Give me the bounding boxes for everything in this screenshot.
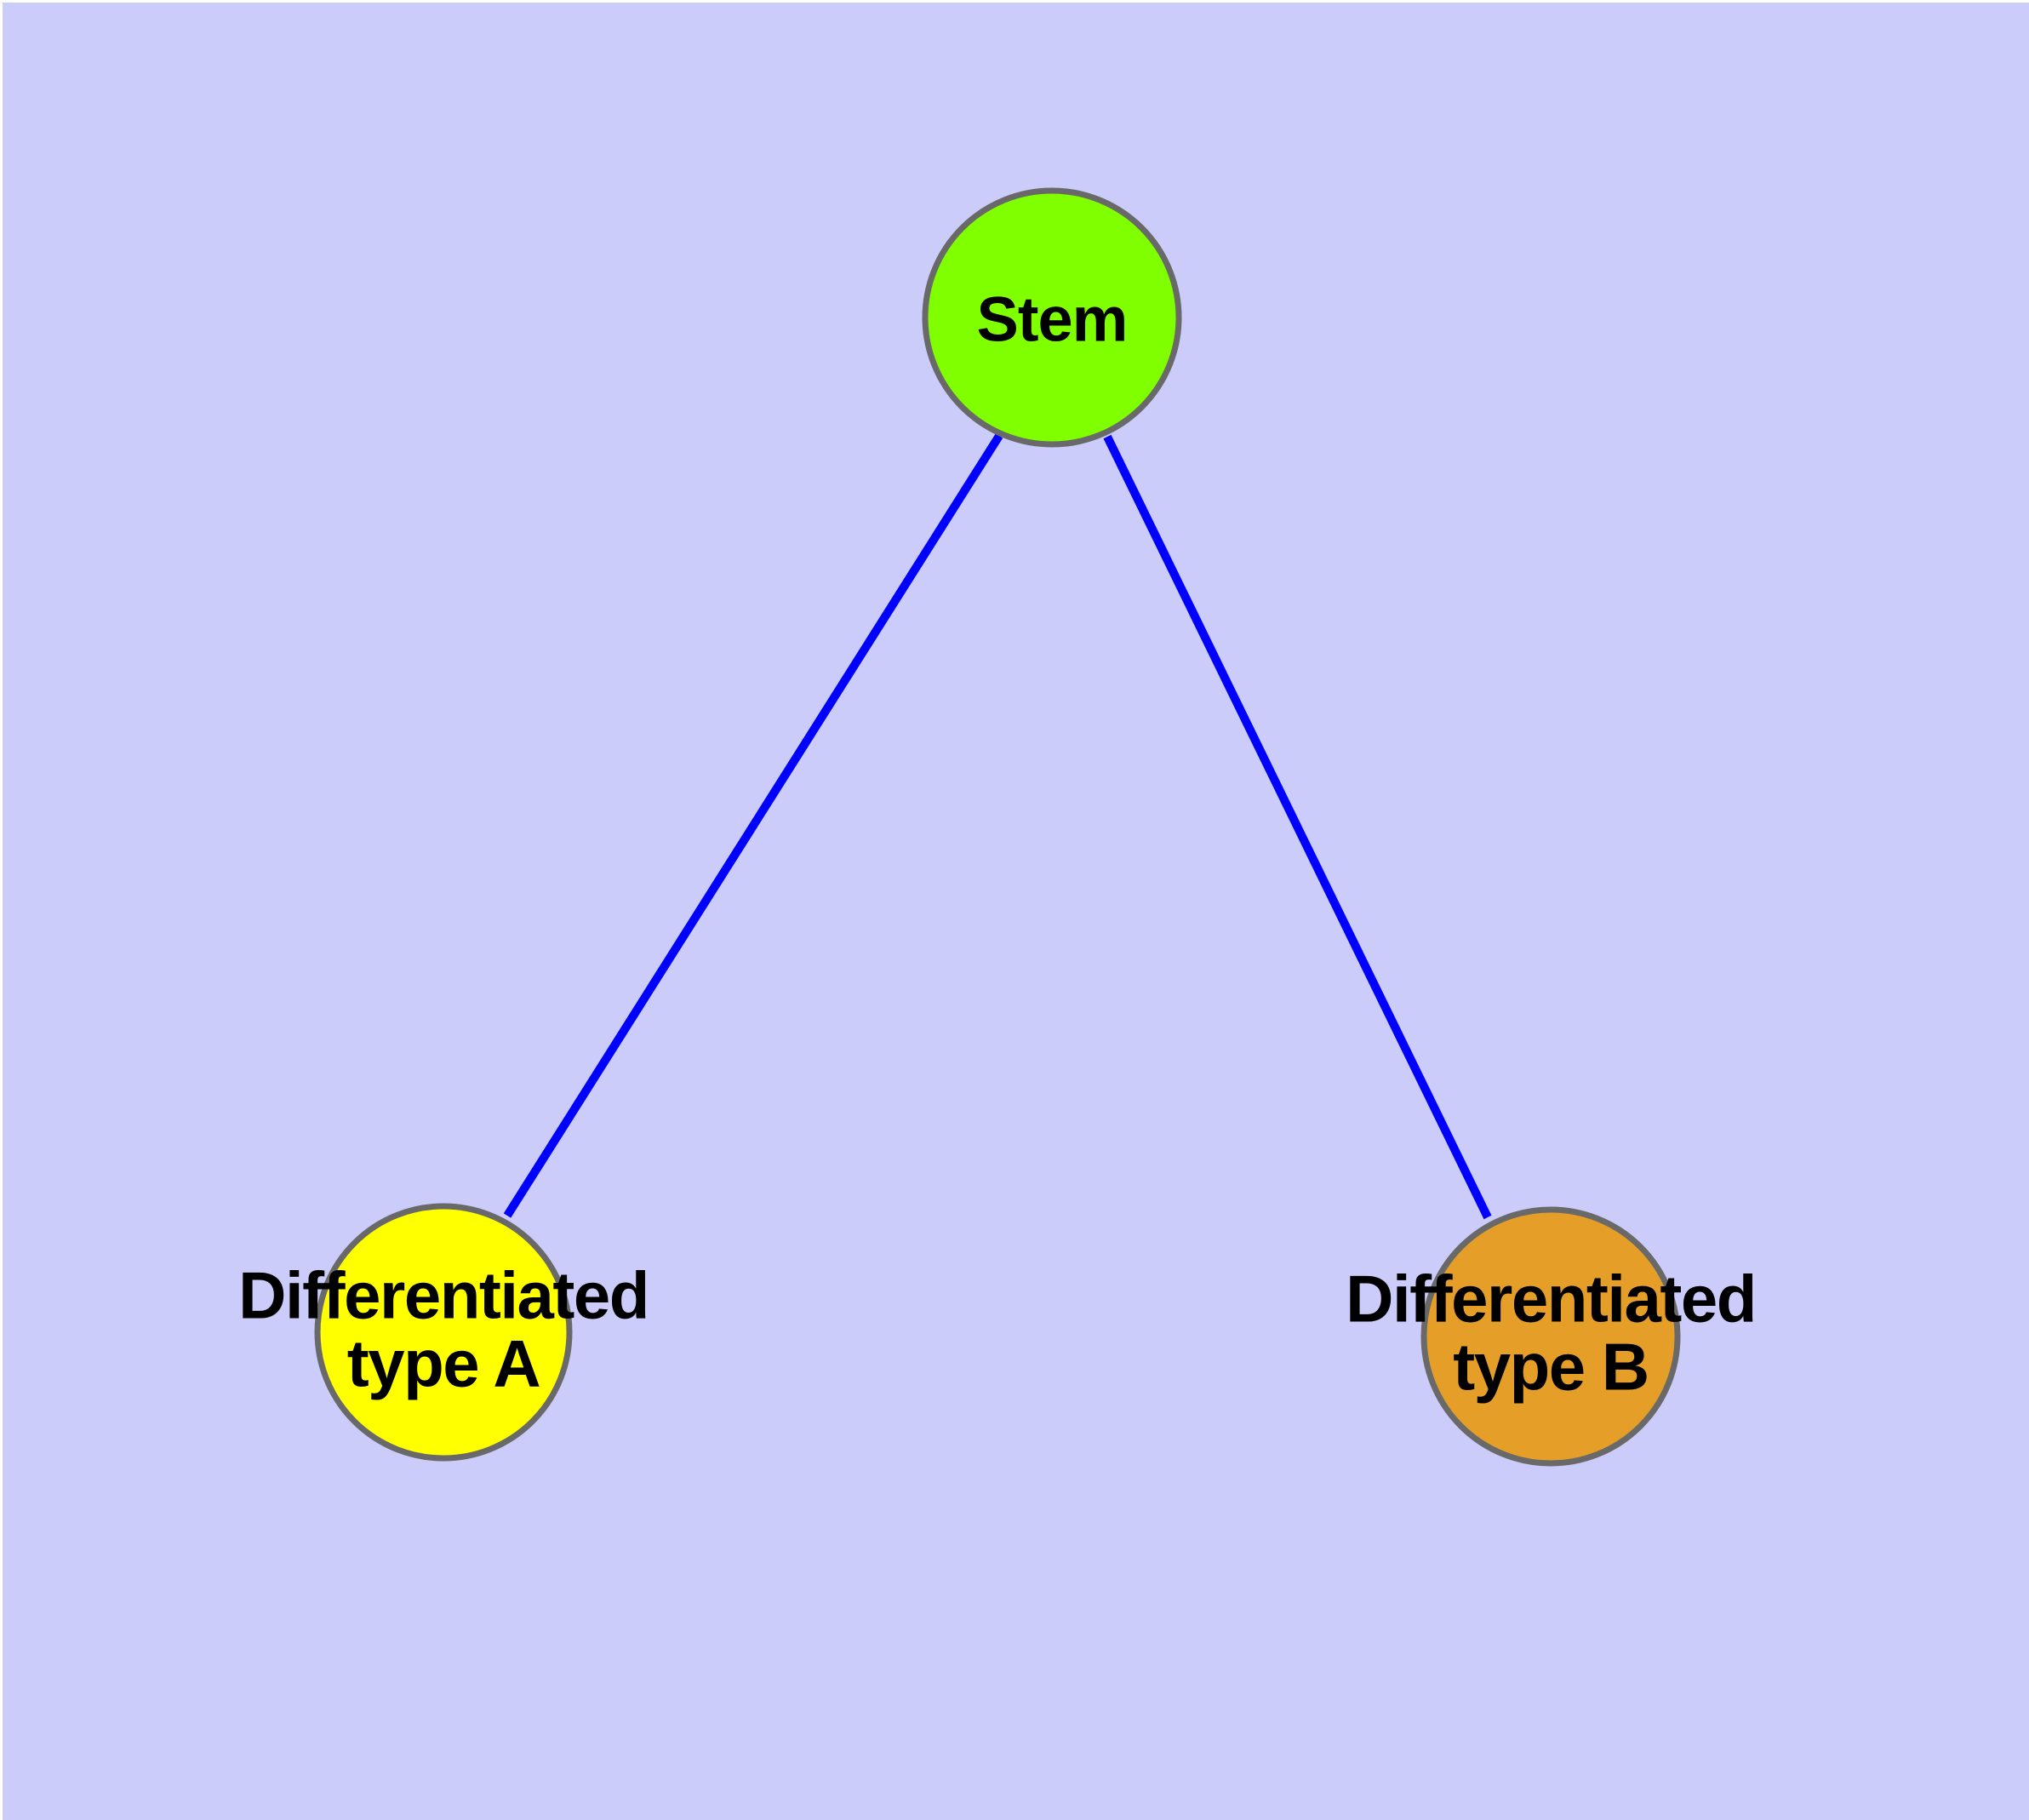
- edge-stem-to-diff-b: [1103, 434, 1492, 1220]
- edge-stem-to-diff-a: [503, 433, 1003, 1218]
- node-differentiated-type-b[interactable]: [1420, 1206, 1681, 1467]
- node-differentiated-type-a[interactable]: [314, 1203, 573, 1462]
- node-stem[interactable]: [922, 187, 1182, 448]
- node-layer: [314, 187, 1681, 1467]
- edge-layer: [503, 433, 1492, 1220]
